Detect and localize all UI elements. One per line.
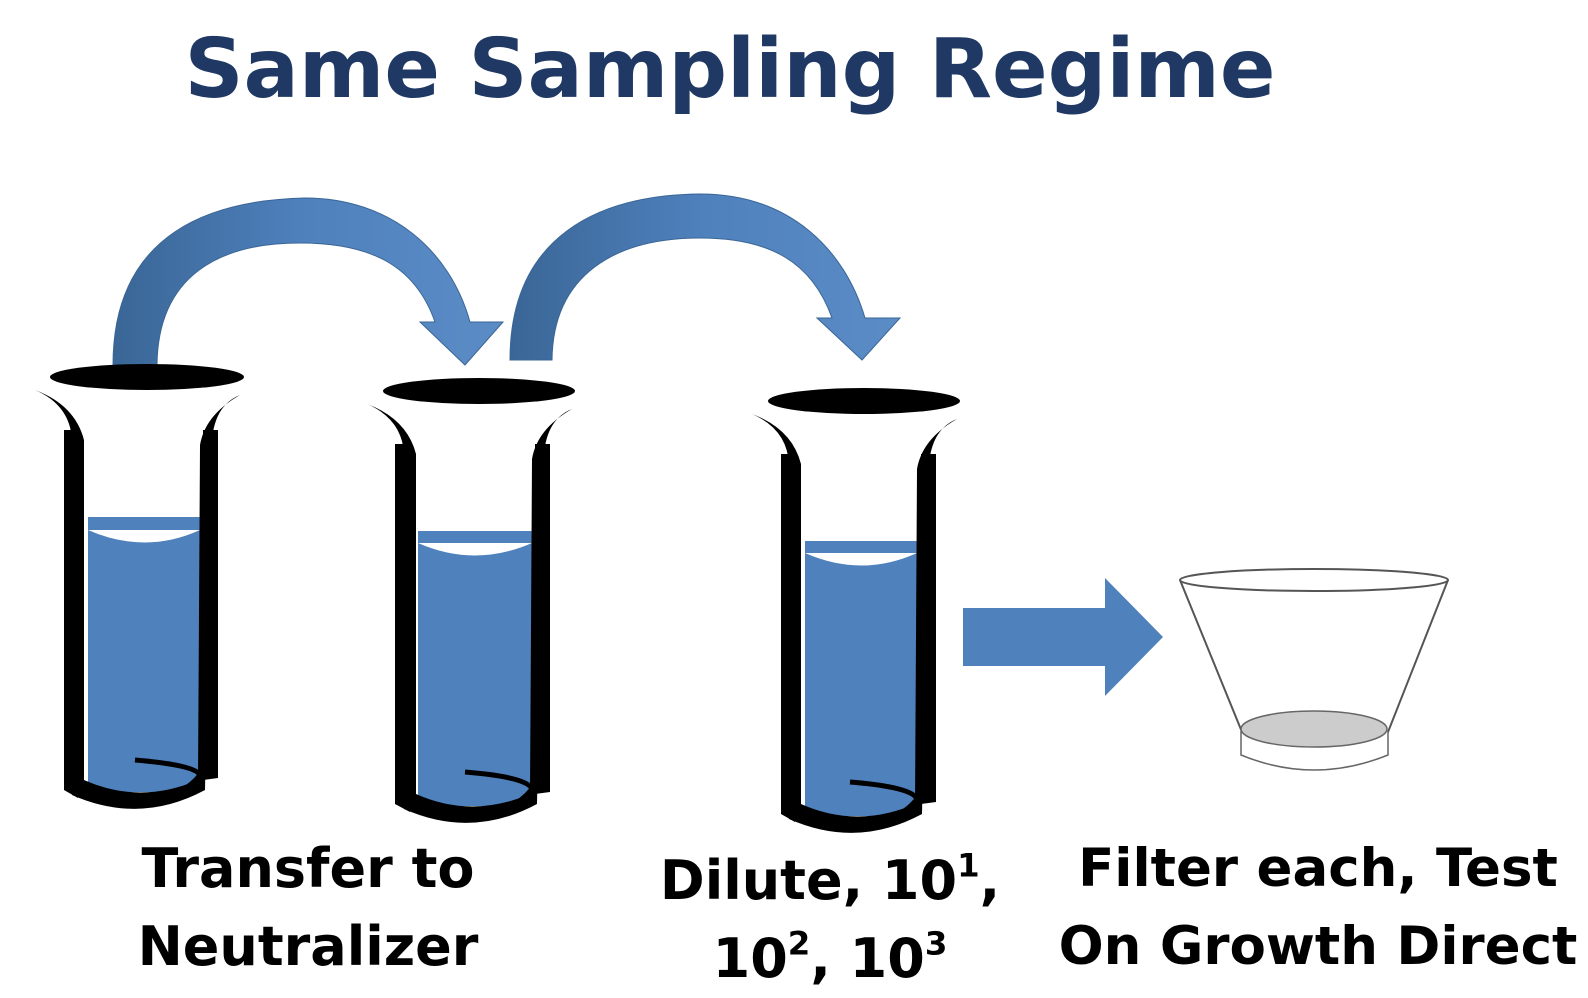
caption-text: , xyxy=(979,849,1001,912)
curved-arrow-icon xyxy=(112,197,505,366)
caption-transfer-to-neutralizer: Transfer to Neutralizer xyxy=(108,830,508,986)
caption-filter-and-test: Filter each, Test On Growth Direct xyxy=(1058,830,1578,986)
caption-line: Neutralizer xyxy=(137,915,479,978)
caption-text: 10 xyxy=(849,927,925,990)
exponent: 3 xyxy=(924,924,948,963)
exponent: 2 xyxy=(787,924,811,963)
filter-funnel-icon xyxy=(1179,568,1449,771)
caption-text: , xyxy=(810,927,850,990)
caption-line: Dilute, 101, xyxy=(650,842,1010,920)
curved-arrow-icon xyxy=(509,193,902,361)
caption-line: Transfer to xyxy=(141,837,475,900)
caption-line: 102, 103 xyxy=(650,920,1010,998)
caption-text: Dilute, 10 xyxy=(659,849,958,912)
test-tube-icon xyxy=(35,364,244,809)
test-tube-icon xyxy=(367,378,575,823)
caption-text: 10 xyxy=(712,927,788,990)
exponent: 1 xyxy=(957,846,980,885)
diagram-title: Same Sampling Regime xyxy=(184,22,1276,117)
caption-dilute: Dilute, 101, 102, 103 xyxy=(650,842,1010,998)
caption-line: Filter each, Test xyxy=(1078,838,1558,899)
caption-line: On Growth Direct xyxy=(1058,916,1578,977)
right-arrow-icon xyxy=(963,578,1163,696)
test-tube-icon xyxy=(752,388,960,833)
